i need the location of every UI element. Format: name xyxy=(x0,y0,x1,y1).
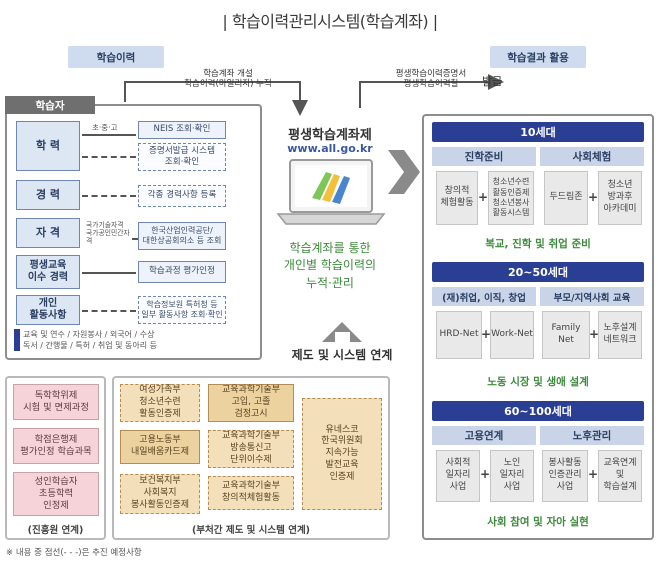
learner-to-account-arrow xyxy=(124,81,308,116)
connector-qualification xyxy=(132,238,138,240)
category-lifelong-learning: 평생교육 이수 경력 xyxy=(16,255,80,289)
stage-seniors-item-senior-jobs: 노인 일자리 사업 xyxy=(490,450,534,502)
source-activity-check: 학습정보원 특허청 등 일부 활동사항 조회·확인 xyxy=(138,296,226,324)
account-desc-line1: 학습계좌를 통한 xyxy=(289,241,371,255)
label-national-qualifications: 국가기술자격 국가공인민간자격 xyxy=(86,221,130,245)
personal-list-line1: 교육 및 연수 / 자원봉사 / 외국어 / 수상 xyxy=(23,330,155,339)
pink-item-self-study-degree: 독학학위제 시험 및 면제과정 xyxy=(13,384,99,420)
tan-item-broadcast-high-school: 교육과학기술부 방송통신고 단위이수제 xyxy=(208,430,294,468)
plus-sign: + xyxy=(479,467,491,481)
plus-sign: + xyxy=(587,467,599,481)
plus-sign: + xyxy=(587,190,599,204)
laptop-base xyxy=(276,213,386,225)
stage-teens-result: 복교, 진학 및 취업 준비 xyxy=(485,238,591,250)
stage-adults-title: 20~50세대 xyxy=(432,262,644,282)
account-url: www.all.go.kr xyxy=(287,142,373,155)
label-school-levels: 초·중·고 xyxy=(92,123,118,132)
personal-activity-list: 교육 및 연수 / 자원봉사 / 외국어 / 수상 독서 / 간행물 / 특허 … xyxy=(23,330,259,352)
account-description: 학습계좌를 통한 개인별 학습이력의 누적·관리 xyxy=(262,240,398,292)
stage-seniors-result: 사회 참여 및 자아 실현 xyxy=(487,516,589,528)
stage-adults-group1-head: (재)취업, 이직, 창업 xyxy=(432,287,536,306)
source-career-registration: 각종 경력사항 등록 xyxy=(138,185,226,207)
stage-adults-result: 노동 시장 및 생애 설계 xyxy=(487,376,589,388)
connector-lifelong xyxy=(82,272,136,274)
stage-teens-item-youth: 청소년수련 활동인증제 청소년봉사 활동시스템 xyxy=(488,171,534,225)
source-certificate-system: 증명서발급 시스템 조회·확인 xyxy=(138,143,226,171)
stage-teens-title: 10세대 xyxy=(432,122,644,142)
stage-seniors-group2-head: 노후관리 xyxy=(540,426,644,445)
pink-item-adult-elementary: 성인학습자 초등학력 인정제 xyxy=(13,472,99,516)
tan-caption: (부처간 제도 및 시스템 연계) xyxy=(191,525,311,536)
flow-label-certificate: 평생학습이력증명서 xyxy=(395,69,467,79)
stage-teens-item-academy: 청소년 방과후 아카데미 xyxy=(598,171,642,225)
pink-item-credit-bank: 학점은행제 평가인정 학습과목 xyxy=(13,428,99,464)
flow-label-open: 학습계좌 개설 xyxy=(203,69,253,79)
plus-sign: + xyxy=(480,327,492,341)
top-right-flow-label: 평생학습이력증명서 평생학습이력철 xyxy=(376,69,486,90)
tan-item-social-welfare-volunteer: 보건복지부 사회복지 봉사활동인증제 xyxy=(120,474,200,514)
personal-list-line2: 독서 / 간행물 / 특허 / 취업 및 동아리 등 xyxy=(23,340,158,350)
flow-label-record-file: 평생학습이력철 xyxy=(403,78,459,89)
stage-adults-group2-head: 부모/지역사회 교육 xyxy=(540,287,644,306)
stage-seniors-item-social-jobs: 사회적 일자리 사업 xyxy=(436,450,480,502)
connector-education-neis xyxy=(82,134,136,136)
source-hrd-korea: 한국산업인력공단/ 대한상공회의소 등 조회 xyxy=(138,222,226,250)
category-career: 경 력 xyxy=(16,180,80,210)
account-title: 평생학습계좌제 xyxy=(288,128,372,143)
stage-seniors-group1-head: 고용연계 xyxy=(432,426,536,445)
connector-personal xyxy=(82,310,136,312)
category-education: 학 력 xyxy=(16,121,80,171)
tan-item-unesco-certification: 유네스코 한국위원회 지속가능 발전교육 인증제 xyxy=(302,398,382,510)
top-left-flow-label: 학습계좌 개설 학습이력(마일리지) 누적 xyxy=(172,69,284,90)
stage-adults-item-hrd-net: HRD-Net xyxy=(436,311,482,359)
plus-sign: + xyxy=(588,327,600,341)
book-page-3 xyxy=(332,176,350,204)
account-desc-line2: 개인별 학습이력의 xyxy=(283,258,377,273)
big-right-chevron xyxy=(388,150,420,194)
book-page-2 xyxy=(322,174,340,202)
up-arrow xyxy=(322,322,362,342)
stage-seniors-item-volunteer-cert: 봉사활동 인증관리 사업 xyxy=(542,450,588,502)
stage-seniors-item-learning-design: 교육연계 및 학습설계 xyxy=(598,450,642,502)
flow-label-issue: 발급 xyxy=(482,75,503,88)
source-neis: NEIS 조회·확인 xyxy=(138,121,226,139)
stage-adults-item-family-net: Family Net xyxy=(542,311,590,359)
stage-adults-item-work-net: Work-Net xyxy=(490,311,534,359)
personal-list-marker xyxy=(14,329,20,351)
tan-item-tomorrow-learning-card: 고용노동부 내일배움카드제 xyxy=(120,430,200,464)
stage-seniors-title: 60~100세대 xyxy=(432,401,644,421)
left-section-header: 학습이력 xyxy=(68,46,164,68)
footnote: ※ 내용 중 점선(- - -)은 추진 예정사항 xyxy=(6,548,142,558)
flow-label-accumulate: 학습이력(마일리지) 누적 xyxy=(184,78,272,89)
learner-tag: 학습자 xyxy=(5,96,95,114)
category-personal-activity: 개인 활동사항 xyxy=(16,295,80,325)
page-title: | 학습이력관리시스템(학습계좌) | xyxy=(222,12,438,31)
book-page-1 xyxy=(312,172,332,200)
system-link-label: 제도 및 시스템 연계 xyxy=(291,348,393,362)
right-section-header: 학습결과 활용 xyxy=(490,46,586,68)
laptop-illustration xyxy=(276,159,386,225)
stage-adults-item-retirement-network: 노후설계 네트워크 xyxy=(598,311,642,359)
tan-item-qualification-exam: 교육과학기술부 고입, 고졸 검정고시 xyxy=(208,384,294,422)
plus-sign: + xyxy=(477,190,489,204)
connector-education-cert xyxy=(82,156,136,158)
account-desc-line3: 누적·관리 xyxy=(306,275,354,290)
stage-teens-item-dream-zone: 두드림존 xyxy=(544,171,588,225)
stage-teens-group1-head: 진학준비 xyxy=(432,147,536,166)
source-course-accreditation: 학습과정 평가인정 xyxy=(138,261,226,283)
category-qualification: 자 격 xyxy=(16,218,80,248)
connector-career xyxy=(82,195,136,197)
tan-item-creative-experience: 교육과학기술부 창의적체험활동 xyxy=(208,476,294,510)
tan-item-youth-activity: 여성가족부 청소년수련 활동인증제 xyxy=(120,384,200,422)
stage-teens-item-creative: 창의적 체험활동 xyxy=(436,171,478,225)
account-to-result-arrow xyxy=(359,74,504,108)
stage-teens-group2-head: 사회체험 xyxy=(540,147,644,166)
pink-caption: (진흥원 연계) xyxy=(27,525,84,536)
